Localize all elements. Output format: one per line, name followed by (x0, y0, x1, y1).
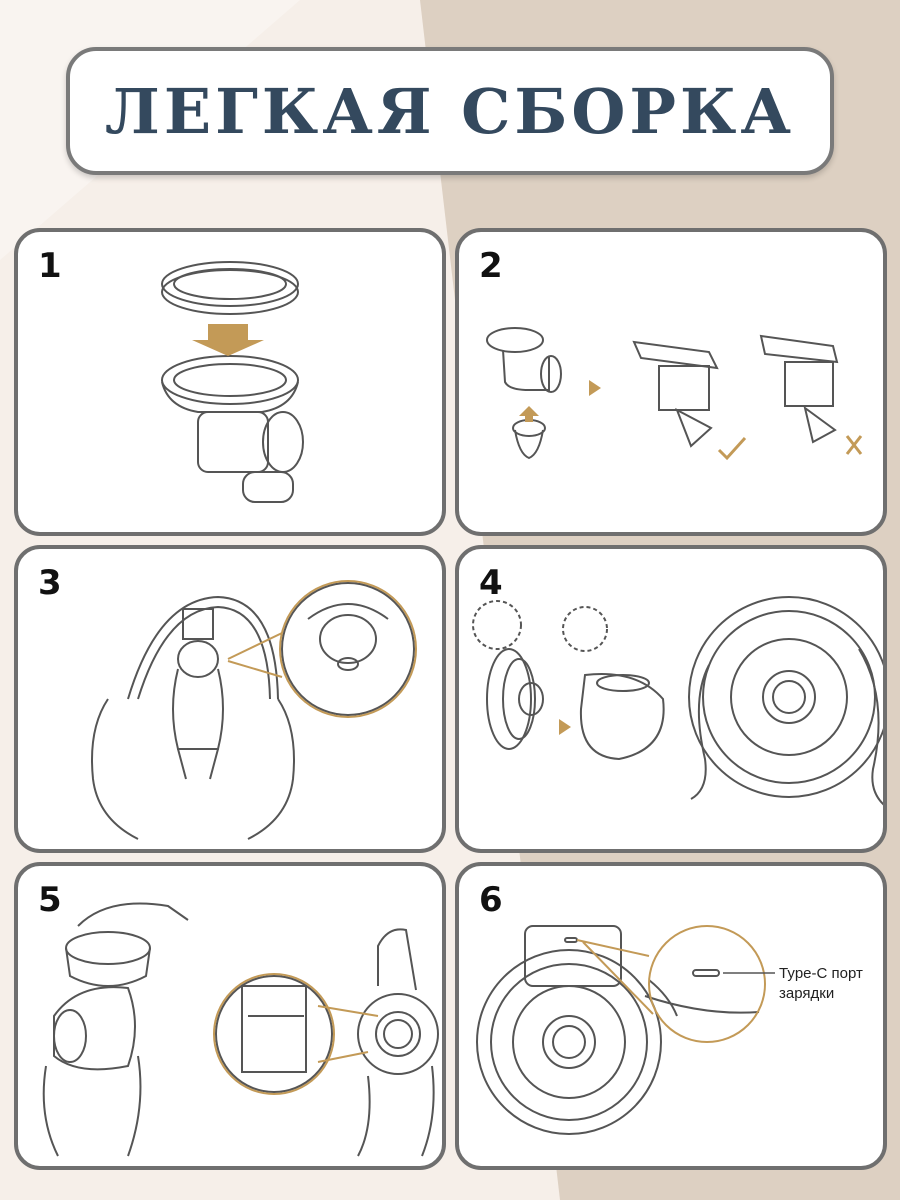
shield-into-pump-illustration (472, 596, 883, 806)
charging-port-illustration (476, 925, 775, 1135)
step-panel-3: 3 (14, 545, 446, 853)
step-panel-5: 5 (14, 862, 446, 1170)
step-panel-2: 2 (455, 228, 887, 536)
step-panel-6: 6 Type-C порт зарядки (455, 862, 887, 1170)
page-title: ЛЕГКАЯ СБОРКА (105, 74, 795, 148)
step-panel-1: 1 (14, 228, 446, 536)
step-number: 1 (38, 246, 62, 286)
step-panel-4: 4 (455, 545, 887, 853)
flange-alignment-illustration (91, 580, 417, 840)
charging-port-label: Type-C порт зарядки (779, 964, 863, 1004)
step-number: 4 (479, 563, 503, 603)
collection-cup-attach-illustration (42, 902, 439, 1157)
title-banner: ЛЕГКАЯ СБОРКА (66, 47, 834, 175)
step-number: 2 (479, 246, 503, 286)
valve-attachment-illustration (486, 327, 863, 461)
step-number: 6 (479, 880, 503, 920)
step-number: 5 (38, 880, 62, 920)
seal-ring-onto-flange-illustration (161, 261, 304, 503)
step-number: 3 (38, 563, 62, 603)
charging-port-label-line2: зарядки (779, 985, 835, 1002)
charging-port-label-line1: Type-C порт (779, 965, 863, 982)
